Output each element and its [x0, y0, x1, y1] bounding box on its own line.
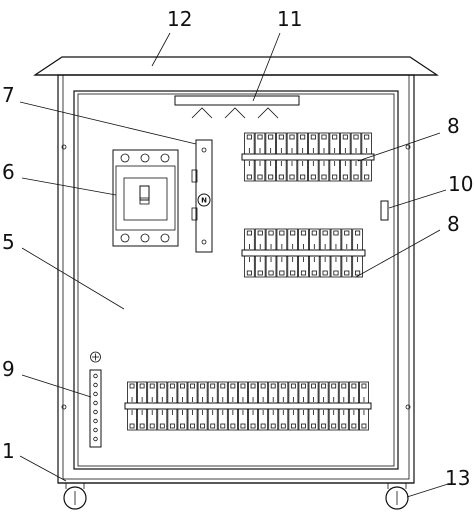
- breaker-module: [309, 228, 320, 278]
- breaker-module: [265, 228, 277, 278]
- breaker-module: [278, 381, 289, 431]
- leader-lines: [19, 32, 449, 498]
- breaker-rows: [124, 132, 375, 431]
- breaker-module: [338, 381, 349, 431]
- breaker-module: [254, 228, 266, 278]
- breaker-module: [217, 381, 228, 431]
- lighting-fixture: [174, 95, 300, 119]
- door-panel: [73, 90, 399, 470]
- breaker-module: [329, 132, 340, 182]
- hinge-screws: [61, 144, 411, 410]
- breaker-module: [361, 132, 372, 182]
- terminal-screw: [93, 427, 98, 433]
- breaker-module: [287, 228, 298, 278]
- breaker-module: [258, 381, 269, 431]
- breaker-module: [147, 381, 158, 431]
- breaker-module: [157, 381, 168, 431]
- breaker-module: [318, 381, 329, 431]
- callout-5: 5: [2, 230, 15, 254]
- breaker-module: [254, 132, 266, 182]
- breaker-module: [244, 228, 255, 278]
- breaker-module: [207, 381, 218, 431]
- door-latch: [380, 200, 389, 221]
- breaker-module: [137, 381, 148, 431]
- terminal-screw: [93, 391, 98, 397]
- breaker-module: [318, 132, 330, 182]
- breaker-module: [350, 132, 362, 182]
- terminal-strip: [89, 351, 102, 448]
- breaker-module: [187, 381, 198, 431]
- breaker-module: [265, 132, 276, 182]
- caster-wheels: [63, 483, 409, 510]
- breaker-module: [341, 228, 353, 278]
- breaker-module: [319, 228, 331, 278]
- terminal-screw: [93, 436, 98, 442]
- breaker-module: [330, 228, 342, 278]
- callout-numbers: 7 6 5 9 1 12 11 8 8 10 13: [2, 7, 473, 490]
- breaker-module: [276, 132, 287, 182]
- neutral-bar: N: [191, 139, 213, 253]
- breaker-module: [308, 381, 319, 431]
- callout-8-middle: 8: [447, 212, 460, 236]
- breaker-row-middle: [241, 228, 366, 278]
- breaker-module: [286, 132, 298, 182]
- breaker-module: [288, 381, 299, 431]
- cabinet-body: [57, 74, 415, 484]
- callout-12: 12: [167, 7, 192, 31]
- breaker-module: [340, 132, 351, 182]
- roof-canopy: [33, 56, 439, 76]
- breaker-module: [127, 381, 137, 431]
- breaker-module: [297, 132, 308, 182]
- breaker-module: [197, 381, 208, 431]
- breaker-module: [227, 381, 238, 431]
- callout-6: 6: [2, 160, 15, 184]
- callout-10: 10: [448, 172, 473, 196]
- breaker-module: [308, 132, 319, 182]
- terminal-screw: [93, 382, 98, 388]
- breaker-module: [244, 132, 255, 182]
- breaker-module: [276, 228, 288, 278]
- callout-9: 9: [2, 357, 15, 381]
- neutral-bar-label: N: [201, 197, 207, 205]
- breaker-row-bottom: [124, 381, 372, 431]
- breaker-module: [352, 228, 363, 278]
- callout-8-top: 8: [447, 114, 460, 138]
- terminal-screw: [93, 400, 98, 406]
- breaker-module: [268, 381, 279, 431]
- breaker-module: [298, 381, 309, 431]
- breaker-module: [167, 381, 178, 431]
- breaker-row-top: [241, 132, 375, 182]
- breaker-module: [348, 381, 359, 431]
- breaker-module: [359, 381, 369, 431]
- callout-1: 1: [2, 439, 15, 463]
- callout-11: 11: [277, 7, 302, 31]
- terminal-screw: [93, 409, 98, 415]
- breaker-module: [248, 381, 258, 431]
- breaker-module: [328, 381, 339, 431]
- main-breaker: [112, 149, 179, 247]
- breaker-module: [298, 228, 309, 278]
- terminal-screw: [93, 373, 98, 379]
- breaker-module: [177, 381, 188, 431]
- terminal-screw: [93, 418, 98, 424]
- callout-13: 13: [445, 466, 470, 490]
- callout-7: 7: [2, 83, 15, 107]
- breaker-module: [238, 381, 248, 431]
